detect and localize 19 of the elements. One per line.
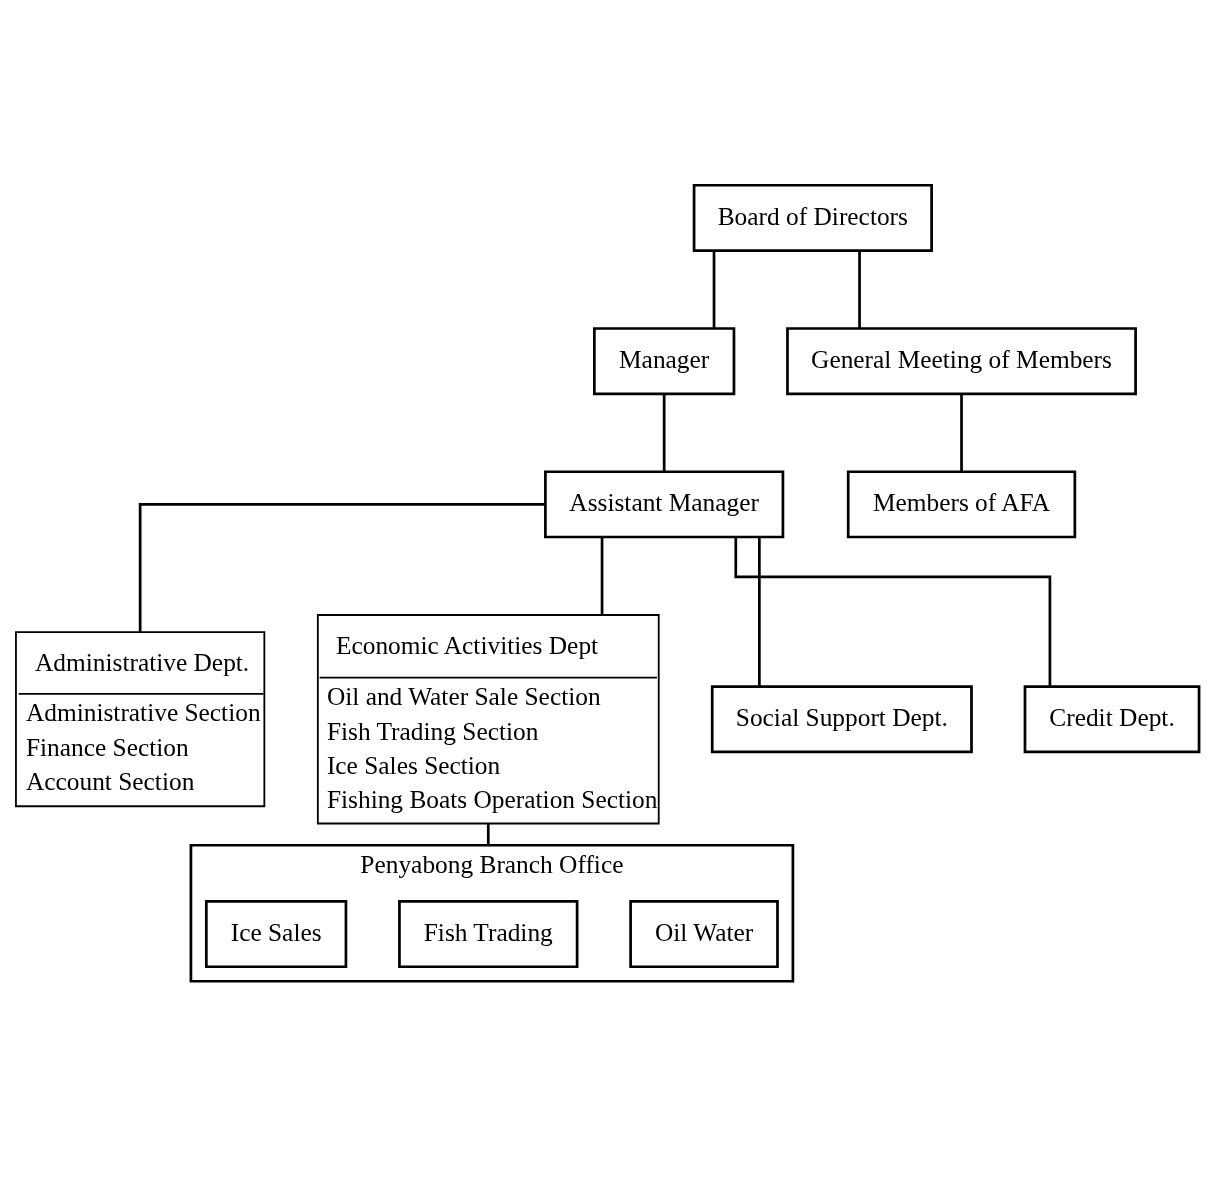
connector	[712, 251, 716, 329]
connector	[758, 537, 761, 687]
node-box: General Meeting of Members	[786, 327, 1137, 396]
node-box: Ice Sales	[204, 900, 348, 969]
connector	[960, 394, 963, 472]
node-box: Board of Directors	[692, 183, 933, 252]
connector	[858, 251, 861, 329]
node-box: Social Support Dept.	[710, 685, 973, 754]
node-box: Oil Water	[629, 900, 779, 969]
node-box: Members of AFA	[846, 470, 1077, 539]
connector	[734, 537, 1052, 687]
node-box: Manager	[593, 327, 736, 396]
node-box: Credit Dept.	[1023, 685, 1201, 754]
connector	[662, 394, 666, 472]
connector	[600, 537, 604, 615]
node-box: Fish Trading	[398, 900, 579, 969]
node-box: Assistant Manager	[544, 470, 785, 539]
connector	[138, 503, 546, 632]
connector	[486, 823, 490, 846]
